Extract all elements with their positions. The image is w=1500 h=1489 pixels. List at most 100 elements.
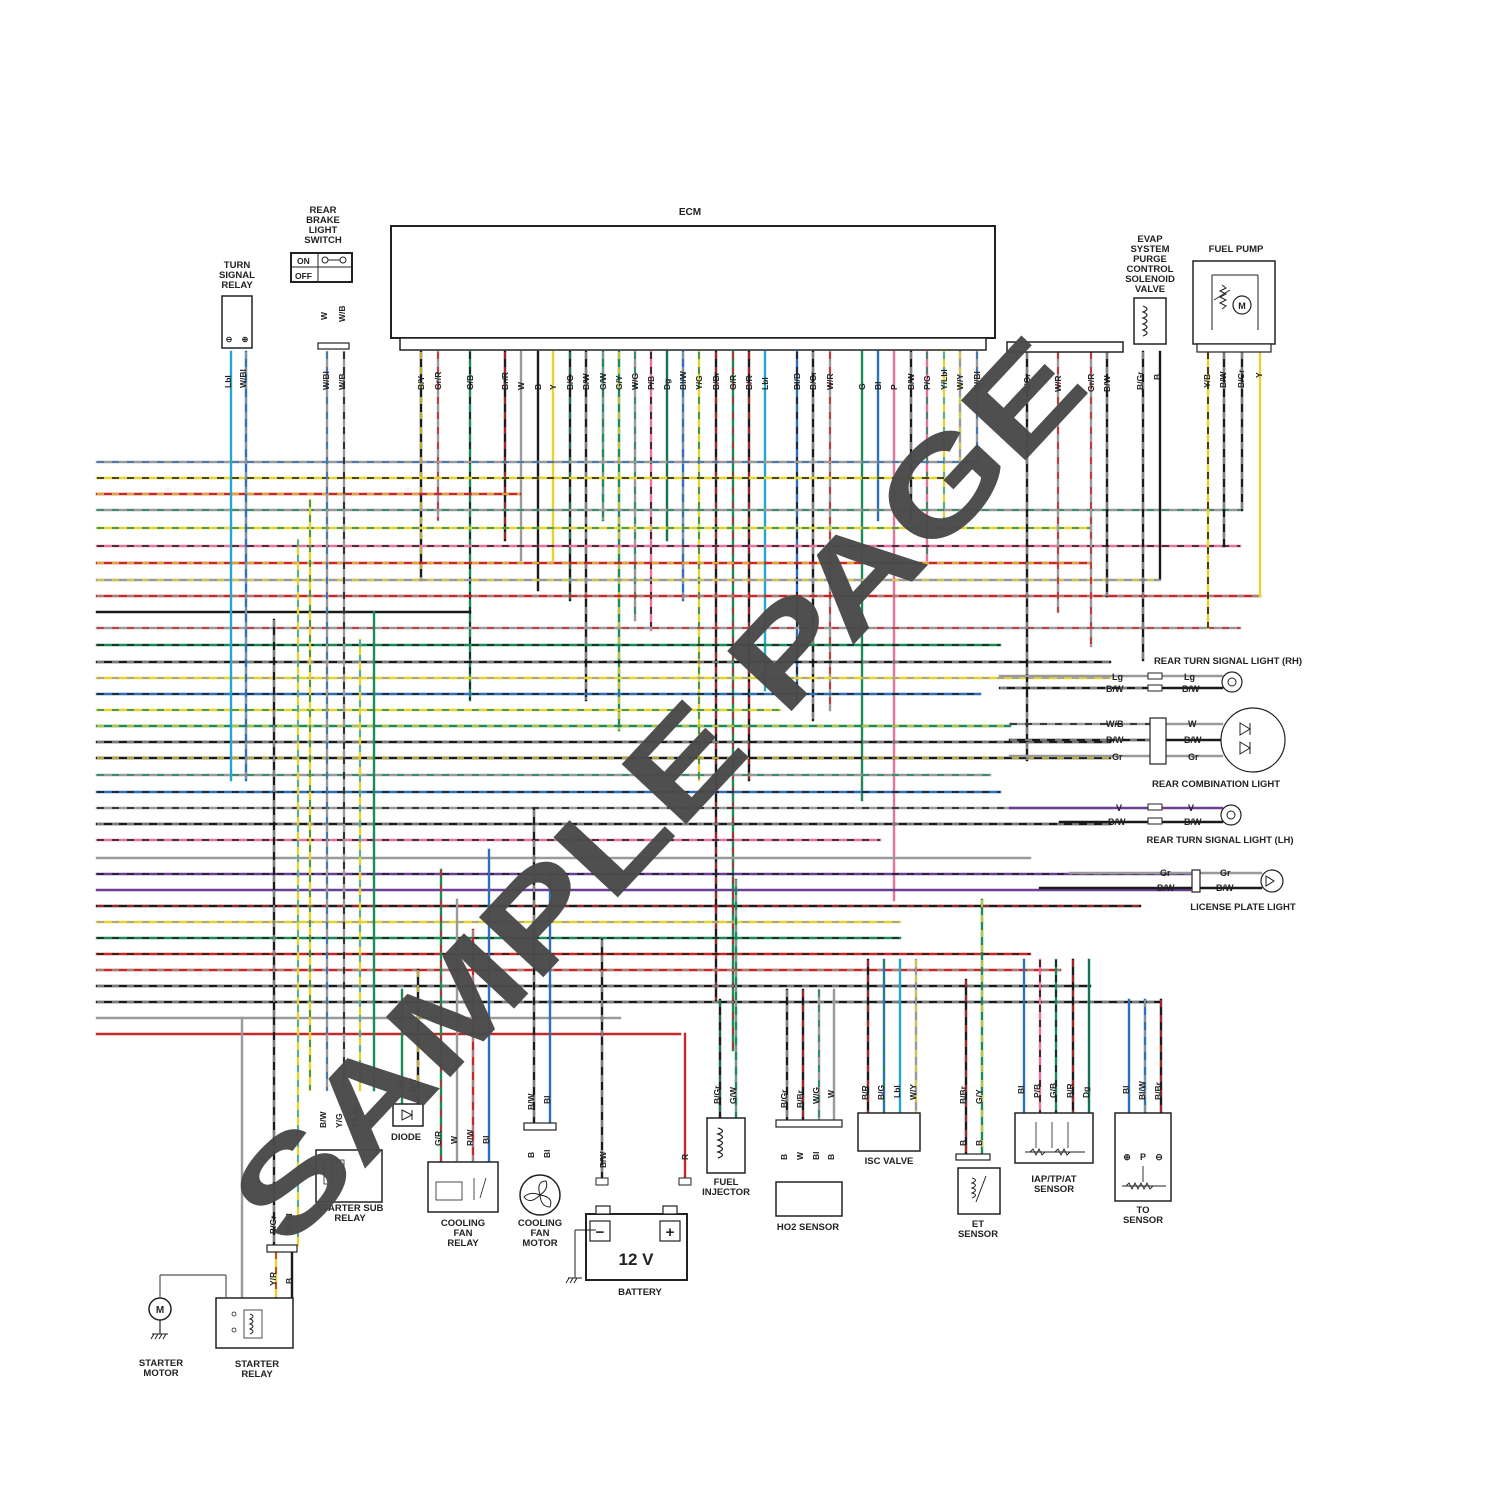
ssr-wire-g: G — [367, 1119, 377, 1126]
diode-symbol-icon — [401, 1109, 414, 1121]
iap-wire-3: G/B — [1048, 1083, 1058, 1098]
battery-plus-icon — [659, 1220, 681, 1242]
ecm-pin-label: P/B — [646, 376, 656, 390]
wire-harness — [95, 350, 1263, 1332]
ecm-right-pin-label: W/R — [1053, 375, 1063, 392]
rear-combination-light: W/B B/W Gr W B/W Gr REAR COMBINATION LIG… — [1106, 707, 1286, 790]
ecm-pin-label: W — [516, 381, 526, 390]
turn-signal-relay-wire-lbl: Lbl — [223, 375, 233, 388]
iap-label-2: SENSOR — [1034, 1184, 1074, 1195]
fuel-pump-wire-yb: Y/B — [1202, 374, 1212, 388]
rbls-label-2: BRAKE — [306, 215, 340, 226]
ecm-pin-label: Lbl — [760, 377, 770, 390]
cfm-wire-bw: B/W — [526, 1093, 536, 1111]
evap-label-1: EVAP — [1137, 234, 1163, 245]
evap-label-5: SOLENOID — [1125, 274, 1175, 285]
rear-turn-lh-wire-r2: B/W — [1184, 817, 1202, 827]
ho2-wire-lower-1: B — [779, 1154, 789, 1160]
rear-turn-rh-label: REAR TURN SIGNAL LIGHT (RH) — [1154, 656, 1302, 667]
diode-label: DIODE — [391, 1132, 421, 1143]
starter-relay-label-2: RELAY — [241, 1369, 273, 1380]
ecm-pin-label: Bl/W — [678, 370, 688, 390]
cfm-label-1: COOLING — [518, 1218, 562, 1229]
starter-relay-wire-yr: Y/R — [268, 1272, 278, 1286]
to-wire-2: Bl/W — [1137, 1080, 1147, 1100]
evap-solenoid-valve: EVAP SYSTEM PURGE CONTROL SOLENOID VALVE… — [1125, 234, 1175, 390]
rbls-label-3: LIGHT — [309, 225, 338, 236]
ecm-pin-label: Dg — [662, 379, 672, 390]
fuel-pump-wire-y: Y — [1254, 372, 1264, 378]
turn-signal-relay-minus-icon: ⊖ — [226, 335, 233, 344]
iap-label-1: IAP/TP/AT — [1031, 1174, 1076, 1185]
evap-label-4: CONTROL — [1127, 264, 1174, 275]
fuel-pump-motor-icon — [1232, 295, 1252, 315]
cfr-wire-gr: G/R — [433, 1131, 443, 1146]
ecm-right-pin-label: B/W — [1102, 375, 1112, 393]
isc-wire-3: Lbl — [892, 1085, 902, 1098]
ecm-pin-label: Gr/R — [433, 372, 443, 390]
to-label-1: TO — [1136, 1205, 1149, 1216]
ecm-pin-label: P/G — [922, 375, 932, 390]
cfr-body — [427, 1161, 499, 1213]
ecm-pin-label: B/G — [565, 375, 575, 391]
ecm-pin-label: B/Br — [711, 371, 721, 390]
cooling-fan-motor: B/W Bl B Bl COOLING FAN MOTOR — [518, 1093, 562, 1250]
battery-minus: − — [596, 1224, 605, 1241]
ecm-pin-label: B — [533, 384, 543, 390]
ecm-pin-label: G — [857, 383, 867, 390]
cfr-wire-w: W — [449, 1135, 459, 1144]
license-wire-r1: Gr — [1220, 868, 1231, 878]
isc-wire-4: W/Y — [908, 1084, 918, 1100]
cfr-label-2: FAN — [454, 1228, 473, 1239]
turn-signal-relay-plus-icon: ⊕ — [242, 335, 249, 344]
ho2-connector — [775, 1119, 843, 1128]
rbls-wire-wbl-lower: W/Bl — [321, 371, 331, 390]
ho2-wire-lower-3: Bl — [811, 1152, 821, 1161]
turn-signal-relay-label-1: TURN — [224, 260, 251, 271]
ecm-pin-label: Br/R — [500, 372, 510, 390]
turn-signal-relay-body — [221, 295, 253, 349]
ecm-pin-label: P — [889, 384, 899, 390]
rear-turn-rh-wire-l1: Lg — [1112, 672, 1123, 682]
fuel-pump-connector — [1196, 343, 1272, 353]
ssr-body — [315, 1149, 383, 1203]
battery-ground-icon — [565, 1230, 582, 1284]
cfm-wire-b-lower: B — [526, 1152, 536, 1158]
to-wire-3: B/Br — [1153, 1081, 1163, 1100]
license-wire-l2: B/W — [1157, 883, 1175, 893]
rear-comb-label: REAR COMBINATION LIGHT — [1152, 779, 1280, 790]
ecm-pin-label: W/G — [630, 373, 640, 390]
rear-turn-rh-bulb-icon — [1221, 671, 1243, 693]
ecm-pin-label: Y/Lbl — [939, 369, 949, 390]
ecm-right-pin-label: B/Gr — [1022, 373, 1032, 392]
rbls-off: OFF — [295, 271, 312, 281]
cfm-label-2: FAN — [531, 1228, 550, 1239]
cfr-label-3: RELAY — [447, 1238, 479, 1249]
ecm-pin-label: G/Y — [614, 375, 624, 390]
ecm-pin-label: B/R — [744, 375, 754, 390]
starter-relay-wire-b: B — [284, 1278, 294, 1284]
ho2-wire-4: W — [826, 1089, 836, 1098]
starter-motor-label-2: MOTOR — [143, 1368, 178, 1379]
cfm-wire-bl: Bl — [542, 1096, 552, 1105]
starter-relay-label-1: STARTER — [235, 1359, 279, 1370]
iap-wire-2: P/B — [1032, 1084, 1042, 1098]
battery-wire-r: R — [680, 1154, 690, 1160]
et-connector — [955, 1153, 991, 1161]
starter-motor-label-1: STARTER — [139, 1358, 183, 1369]
ecm-pin-label: Bl/B — [792, 373, 802, 390]
fuel-pump-resistor-icon — [1218, 284, 1228, 310]
ecm-body — [390, 225, 996, 339]
evap-wire-bgr: B/Gr — [1135, 371, 1145, 390]
cfm-label-3: MOTOR — [522, 1238, 557, 1249]
ecm-pin-label: Y — [548, 384, 558, 390]
ssr-label-1: STARTER SUB — [317, 1203, 384, 1214]
isc-wire-2: B/G — [876, 1085, 886, 1101]
et-wire-b2: B — [974, 1140, 984, 1146]
iap-wire-4: B/R — [1065, 1083, 1075, 1098]
iap-tp-at-sensor: Bl P/B G/B B/R Dg IAP/TP/AT SENSOR — [1014, 1083, 1094, 1195]
fuel-injector: B/Gr G/W FUEL INJECTOR — [702, 1085, 750, 1198]
starter-relay-coil-icon — [248, 1313, 254, 1335]
